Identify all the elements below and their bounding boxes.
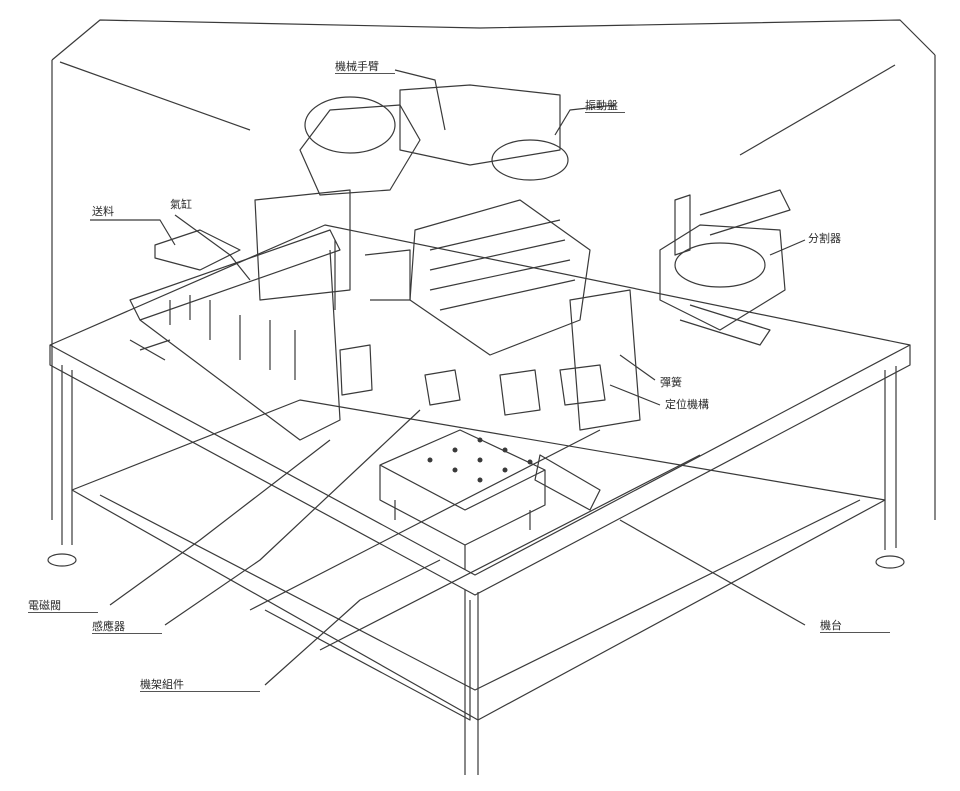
left-sensor	[129, 339, 166, 361]
callout-bottom-right: 機台	[820, 619, 842, 632]
leader-top	[394, 69, 446, 131]
feeder-posts	[169, 295, 296, 380]
fixture-legs	[394, 500, 531, 570]
fixture-hole	[502, 447, 508, 453]
table-top-edge	[49, 345, 911, 596]
robot-ribs	[429, 219, 576, 311]
positioning-block	[559, 364, 606, 406]
leader-bottom-right	[619, 519, 806, 626]
callout-right-lower-1: 彈簧	[660, 376, 682, 389]
callout-left-upper: 送料	[92, 205, 114, 218]
fixture-hole	[477, 457, 483, 463]
callout-right-upper: 振動盤	[585, 99, 618, 112]
fixture-hole	[427, 457, 433, 463]
robot-column	[409, 199, 591, 356]
leader-right-middle	[769, 239, 806, 256]
robot-body	[299, 104, 421, 196]
leg-right	[884, 366, 897, 550]
fixture-holes	[427, 437, 533, 483]
robot-disc	[491, 139, 569, 181]
fixture-clamp	[534, 454, 601, 511]
leader-bottom-1	[109, 439, 331, 606]
table-top	[49, 224, 911, 576]
foot-right	[875, 555, 905, 569]
fixture-hole	[477, 477, 483, 483]
fixture-hole	[527, 459, 533, 465]
fixture-hole	[452, 467, 458, 473]
fixture-plate-edge	[379, 465, 546, 546]
robot-head	[399, 84, 561, 166]
foot-left	[47, 553, 77, 567]
callout-top-mechanism: 機械手臂	[335, 60, 379, 73]
small-block-b	[499, 369, 541, 416]
lower-frame	[71, 399, 886, 721]
center-cylinder	[364, 249, 411, 301]
lower-frame-inner	[99, 494, 861, 691]
left-gripper-block	[254, 189, 351, 301]
vibration-bowl-housing	[659, 224, 786, 331]
callout-bottom-left-3: 機架組件	[140, 678, 184, 691]
positioning-column	[569, 289, 641, 431]
callout-bottom-left-2: 感應器	[92, 620, 125, 633]
leg-front	[464, 590, 479, 775]
leader-right-upper	[554, 104, 616, 136]
feeder-rail	[129, 229, 341, 321]
leader-bottom-2	[164, 409, 421, 626]
fixture-hole	[477, 437, 483, 443]
callout-underline	[585, 112, 625, 113]
enclosure-top-frame	[51, 19, 936, 61]
small-block-c	[339, 344, 373, 396]
leader-right-lower-2	[609, 384, 661, 406]
callout-underline	[92, 633, 162, 634]
robot-motor	[304, 96, 396, 154]
vibration-bowl	[674, 242, 766, 288]
callout-underline	[335, 73, 395, 74]
feeder-base	[139, 249, 341, 441]
enclosure-diagonal-right	[739, 64, 896, 156]
callout-right-lower-2: 定位機構	[665, 398, 709, 411]
fixture-plate	[379, 429, 546, 511]
leader-right-lower	[619, 354, 656, 381]
lower-frame-cross	[249, 429, 701, 651]
callout-underline	[140, 691, 260, 692]
feeder-bowl	[154, 229, 241, 271]
fixture-hole	[452, 447, 458, 453]
lower-frame-side	[264, 600, 471, 721]
leader-bottom-3	[264, 559, 441, 686]
small-block-a	[424, 369, 461, 406]
callout-underline	[28, 612, 98, 613]
vibration-post	[674, 194, 691, 256]
vibration-feed-track	[699, 189, 791, 236]
callout-underline	[820, 632, 890, 633]
leader-left-upper	[90, 219, 176, 246]
vibration-base	[679, 304, 771, 346]
callout-bottom-left-1: 電磁閥	[28, 599, 61, 612]
callout-right-middle: 分割器	[808, 232, 841, 245]
leader-left-second	[174, 214, 251, 281]
fixture-hole	[502, 467, 508, 473]
leg-left	[61, 365, 73, 545]
enclosure-diagonal-left	[59, 61, 251, 131]
callout-left-second: 氣缸	[170, 198, 192, 211]
